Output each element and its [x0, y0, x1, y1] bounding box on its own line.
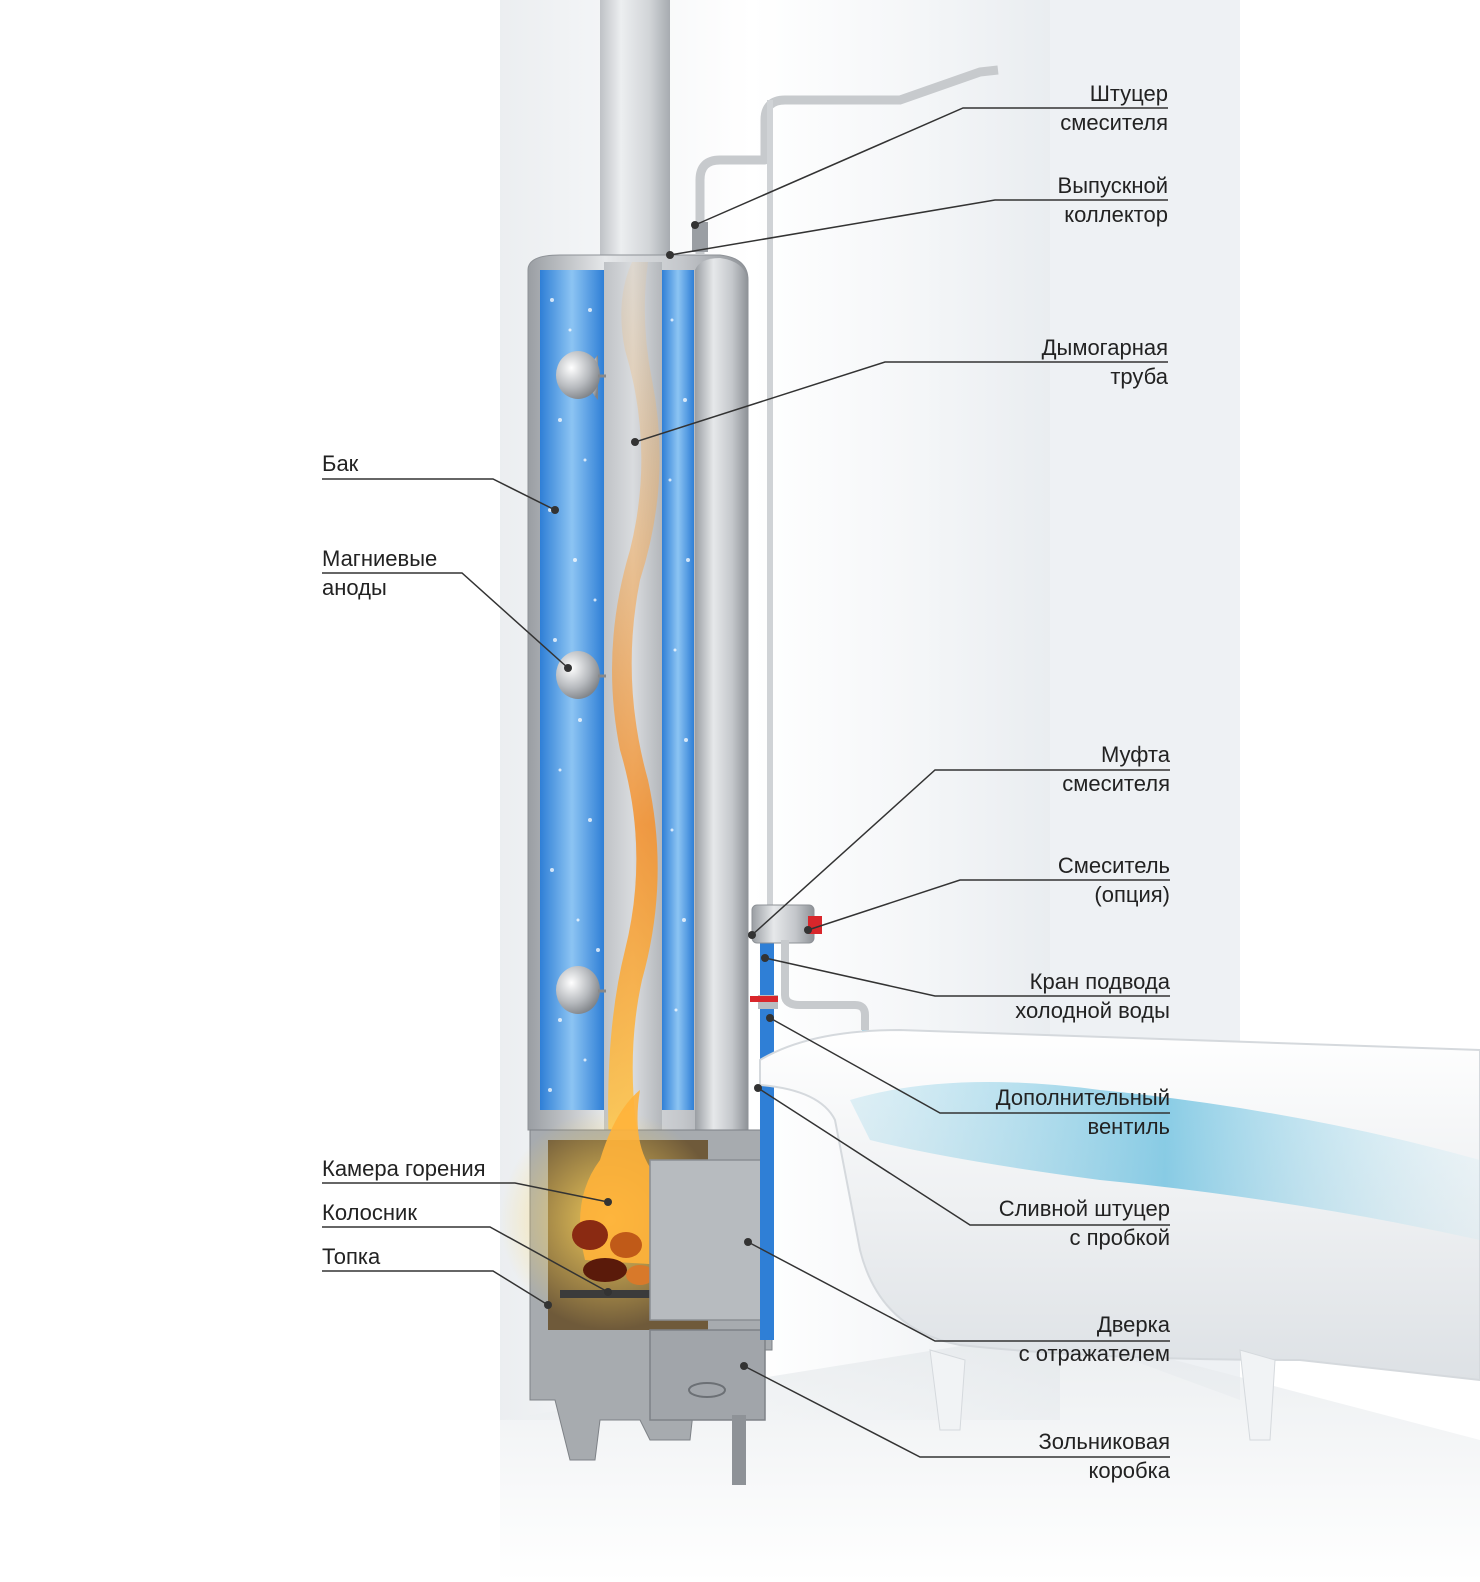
leader-dots	[544, 221, 812, 1370]
mixer-body	[751, 904, 815, 944]
label-grate: Колосник	[322, 1200, 417, 1225]
ash-box-handle	[688, 1382, 726, 1398]
label-tank: Бак	[322, 451, 359, 476]
anode-top	[556, 351, 606, 400]
anode-middle	[556, 651, 606, 699]
outlet-collector-part	[692, 222, 708, 252]
label-ash-box: Зольниковая коробка	[1038, 1429, 1170, 1483]
bathtub-leg	[929, 1349, 966, 1431]
cold-water-pipe	[760, 935, 774, 1340]
label-flue-pipe: Дымогарная труба	[1041, 335, 1168, 389]
bath-spout	[781, 940, 869, 1030]
flame-column	[608, 262, 660, 1200]
firewood	[572, 1220, 654, 1285]
chimney-pipe	[600, 0, 670, 280]
label-extra-valve: Дополнительный вентиль	[995, 1085, 1170, 1139]
shower-pipe	[695, 65, 999, 255]
ash-box	[649, 1329, 766, 1421]
label-mixer-option: Смеситель (опция)	[1057, 853, 1170, 907]
label-firebox: Топка	[322, 1244, 381, 1269]
bathtub-leg-2	[1239, 1349, 1276, 1441]
anode-bottom	[556, 966, 606, 1014]
label-mixer-coupling: Муфта смесителя	[1062, 742, 1170, 796]
label-outlet-collector: Выпускной коллектор	[1057, 173, 1168, 227]
label-magnesium-anodes: Магниевые аноды	[322, 546, 438, 600]
label-cold-water-valve: Кран подвода холодной воды	[1015, 969, 1170, 1023]
tank-outer-half	[695, 258, 748, 1155]
water-bubbles	[548, 298, 690, 1092]
label-drain-fitting: Сливной штуцер с пробкой	[998, 1196, 1170, 1250]
leader-lines	[322, 107, 1170, 1458]
bath-water	[850, 1082, 1480, 1240]
firebox-door	[649, 1159, 771, 1321]
label-fitting-mixer: Штуцер смесителя	[1060, 81, 1168, 135]
label-door-reflector: Дверка с отражателем	[1018, 1312, 1170, 1366]
ash-box-leg	[732, 1415, 746, 1485]
label-combustion-chamber: Камера горения	[322, 1156, 486, 1181]
cold-valve-handle	[750, 996, 778, 1002]
water-right	[662, 270, 694, 1110]
